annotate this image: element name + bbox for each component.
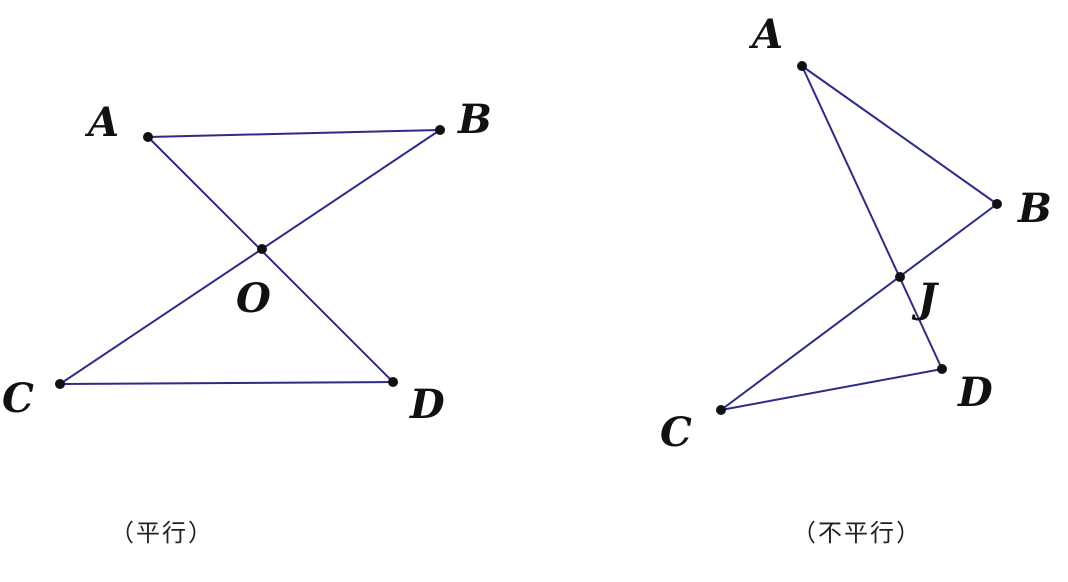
caption-not-parallel: （不平行） bbox=[792, 519, 922, 547]
label-d: D bbox=[409, 381, 445, 428]
point-d bbox=[937, 364, 947, 374]
point-d bbox=[388, 377, 398, 387]
segment-cd bbox=[59, 381, 394, 385]
label-a: A bbox=[748, 11, 783, 58]
figure-parallel: A B O C D （平行） bbox=[2, 96, 492, 547]
segment-ab bbox=[147, 129, 441, 138]
caption-parallel: （平行） bbox=[110, 519, 214, 547]
segment-ad bbox=[801, 65, 943, 370]
label-j: J bbox=[911, 275, 940, 322]
figure-not-parallel: A B J C D （不平行） bbox=[660, 11, 1052, 547]
label-a: A bbox=[84, 99, 119, 146]
point-b bbox=[435, 125, 445, 135]
segment-ad bbox=[147, 136, 394, 383]
segment-cd bbox=[720, 368, 943, 411]
segment-bc bbox=[720, 203, 998, 411]
segment-ab bbox=[801, 65, 998, 205]
segment-bc bbox=[59, 129, 441, 385]
point-j bbox=[895, 272, 905, 282]
label-c: C bbox=[2, 375, 34, 422]
label-o: O bbox=[236, 275, 271, 322]
label-c: C bbox=[660, 409, 692, 456]
point-a bbox=[143, 132, 153, 142]
label-b: B bbox=[1017, 185, 1052, 232]
label-b: B bbox=[457, 96, 492, 143]
point-a bbox=[797, 61, 807, 71]
point-c bbox=[716, 405, 726, 415]
point-b bbox=[992, 199, 1002, 209]
point-o bbox=[257, 244, 267, 254]
point-c bbox=[55, 379, 65, 389]
label-d: D bbox=[957, 369, 993, 416]
